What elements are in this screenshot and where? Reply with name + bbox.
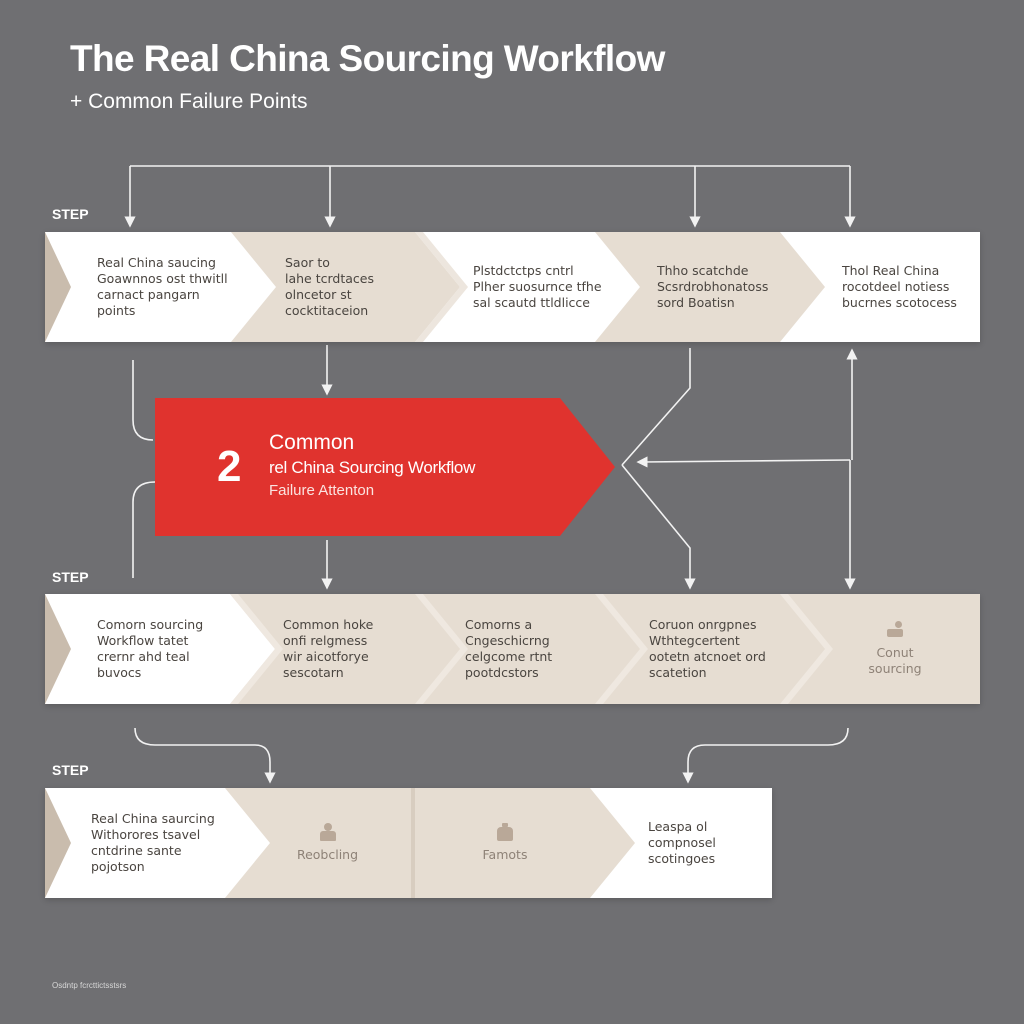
row1-step1: Real China saucing Goawnnos ost thwitll … — [97, 255, 228, 318]
page-title: The Real China Sourcing Workflow — [70, 38, 665, 79]
jar-icon — [497, 823, 513, 841]
workflow-row-3: Real China saurcing Withorores tsavel cn… — [45, 788, 772, 898]
row2-step5: Conut sourcing — [835, 594, 955, 704]
step-label-2: STEP — [52, 569, 89, 585]
row-1-chevrons — [45, 232, 825, 342]
row2-step2: Common hoke onfi relgmess wir aicotforye… — [283, 617, 374, 680]
person-icon — [319, 823, 336, 841]
row2-step4: Coruon onrgpnes Wthtegcertent ootetn atc… — [649, 617, 766, 680]
row1-step5: Thol Real China rocotdeel notiess bucrne… — [842, 263, 957, 310]
row3-step2: Reobcling — [270, 788, 385, 898]
workflow-row-2: Comorn sourcing Workflow tatet crernr ah… — [45, 594, 980, 704]
highlight-title: Common — [269, 431, 355, 454]
row3-step3: Famots — [450, 788, 560, 898]
row-3-chevrons — [45, 788, 635, 898]
row1-step4: Thho scatchde Scsrdrobhonatoss sord Boat… — [657, 263, 769, 310]
highlight-arrow-shape — [155, 398, 615, 536]
row1-step3: Plstdctctps cntrl Plher suosurnce tfhe s… — [473, 263, 602, 310]
row3-step4: Leaspa ol compnosel scotingoes — [648, 819, 716, 866]
step-label-3: STEP — [52, 762, 89, 778]
row2-step3: Comorns a Cngeschicrng celgcome rtnt poo… — [465, 617, 553, 680]
row1-step2: Saor to lahe tcrdtaces olncetor st cockt… — [285, 255, 374, 318]
highlight-subtitle: rel China Sourcing Workflow — [269, 458, 476, 477]
row-2-chevrons — [45, 594, 833, 704]
workflow-row-1: Real China saucing Goawnnos ost thwitll … — [45, 232, 980, 342]
highlight-number: 2 — [217, 442, 242, 491]
step-label-1: STEP — [52, 206, 89, 222]
person-icon — [887, 621, 903, 639]
row3-step1: Real China saurcing Withorores tsavel cn… — [91, 811, 215, 874]
failure-highlight-block: 2 Common rel China Sourcing Workflow Fai… — [155, 398, 615, 536]
footnote: Osdntp fcrcttictsstsrs — [52, 981, 127, 990]
highlight-caption: Failure Attenton — [269, 482, 375, 499]
row2-step1: Comorn sourcing Workflow tatet crernr ah… — [97, 617, 204, 680]
page-subtitle: + Common Failure Points — [70, 90, 308, 113]
